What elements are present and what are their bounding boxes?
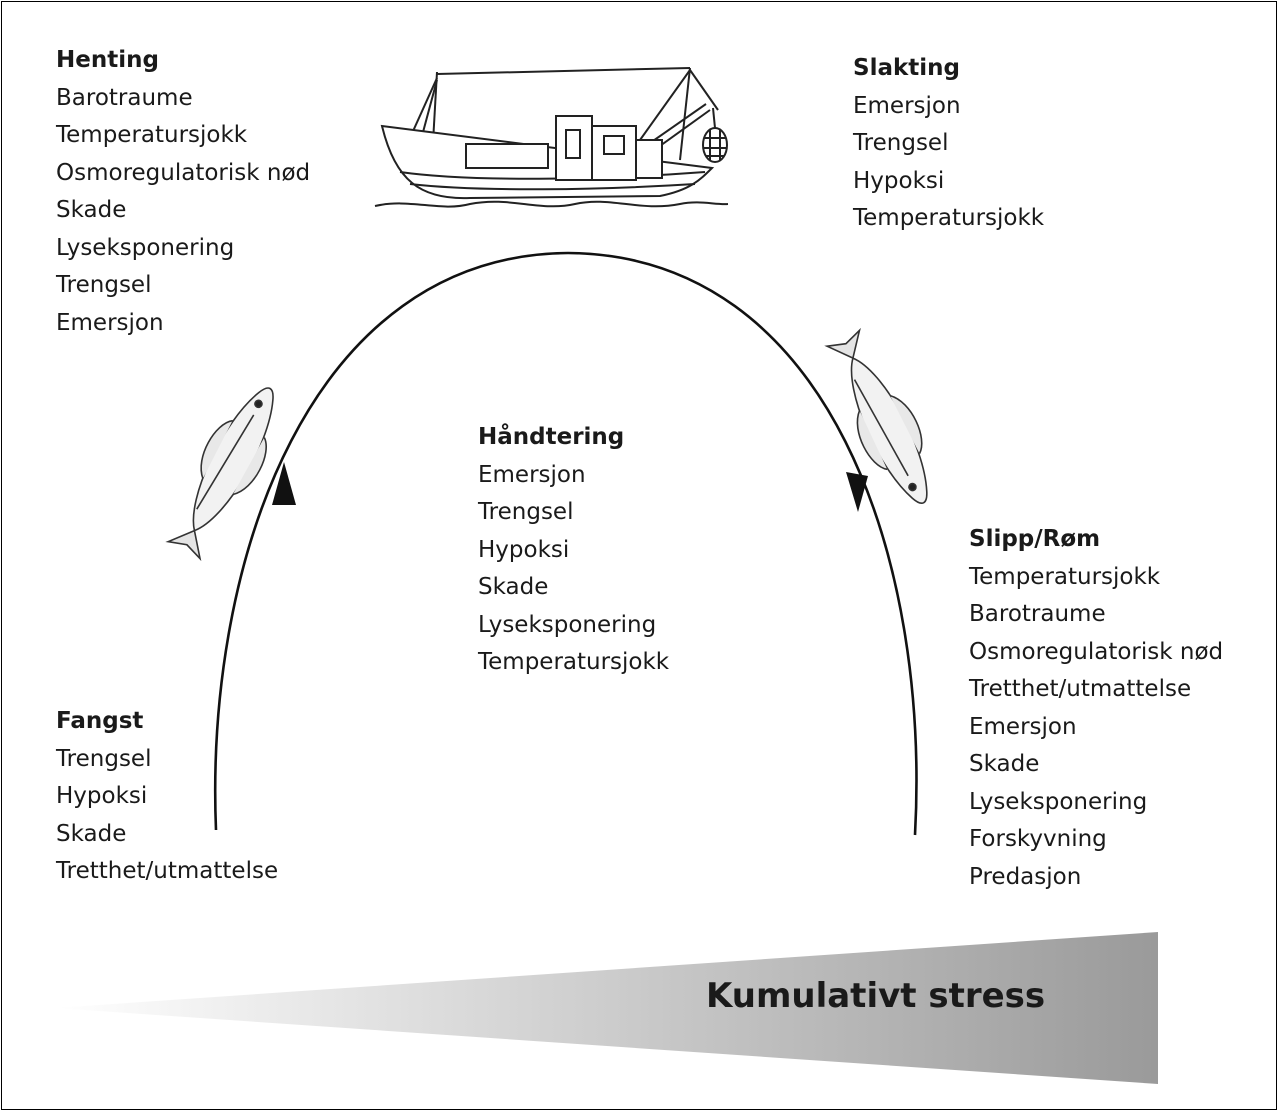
stage-title-henting: Henting [56,47,159,73]
fish-descending-icon [824,327,928,504]
stressor-item: Skade [56,820,127,847]
stressor-item: Barotraume [56,84,193,111]
cycle-arch [213,251,918,836]
stressor-item: Trengsel [56,272,152,298]
stressor-item: Emersjon [853,92,961,119]
stress-wedge [55,932,1158,1084]
stressor-item: Hypoksi [853,167,945,194]
stress-label: Kumulativt stress [706,976,1046,1016]
stressor-item: Skade [478,574,549,600]
stage-title-fangst: Fangst [56,708,144,734]
stressor-item: Osmoregulatorisk nød [56,159,311,186]
stage-title-handtering: Håndtering [478,424,625,450]
stressor-item: Hypoksi [56,783,148,809]
stressor-item: Barotraume [969,601,1106,627]
stressor-item: Tretthet/utmattelse [56,858,279,884]
stressor-item: Lyseksponering [56,234,235,261]
stressor-item: Temperatursjokk [478,649,670,675]
stressor-item: Lyseksponering [969,788,1148,815]
stressor-item: Tretthet/utmattelse [969,676,1192,702]
stressor-item: Emersjon [478,461,586,488]
stressor-item: Emersjon [969,713,1077,740]
stressor-item: Forskyvning [969,826,1107,852]
stressor-item: Temperatursjokk [853,205,1045,231]
stressor-item: Skade [969,751,1040,777]
arrow-down-icon [846,472,868,512]
stressor-item: Lyseksponering [478,611,657,638]
stage-title-slakting: Slakting [853,55,960,81]
fishing-boat-icon [374,67,729,208]
stressor-item: Skade [56,197,127,223]
stressor-item: Emersjon [56,309,164,336]
stressor-item: Trengsel [478,499,574,525]
arrow-up-icon [272,462,296,505]
stressor-item: Osmoregulatorisk nød [969,638,1224,665]
stressor-item: Temperatursjokk [969,563,1161,590]
fish-ascending-icon [165,387,274,562]
stressor-item: Trengsel [853,130,949,156]
stressor-item: Trengsel [56,745,152,772]
stage-title-slipp: Slipp/Røm [969,526,1101,552]
stressor-item: Temperatursjokk [56,122,248,148]
stressor-item: Predasjon [969,863,1082,890]
stressor-item: Hypoksi [478,536,570,563]
